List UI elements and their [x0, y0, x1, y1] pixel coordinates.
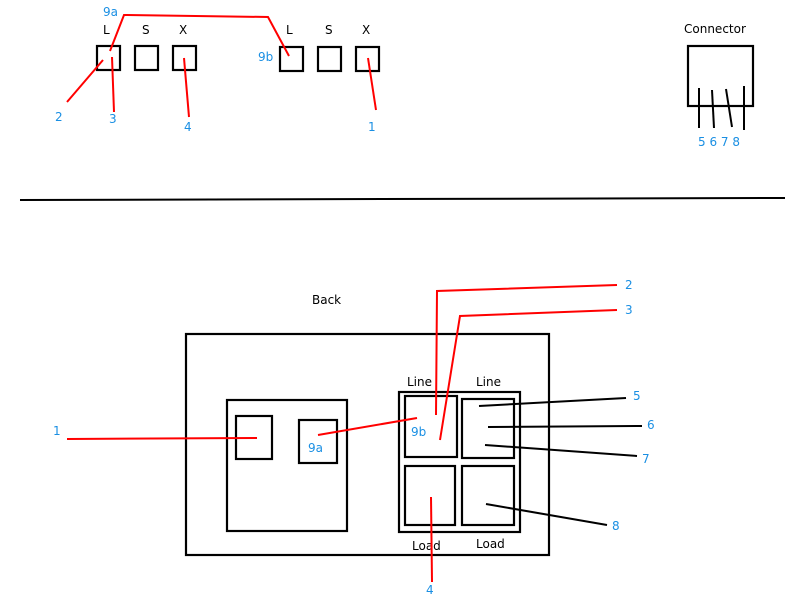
connector-pin-6	[711, 89, 715, 129]
label-line-2: Line	[476, 375, 501, 389]
terminal-line-right	[460, 397, 516, 460]
callout-2-bottom: 2	[625, 278, 633, 292]
label-9a-bottom: 9a	[308, 441, 323, 455]
callout-6-bottom: 6	[647, 418, 655, 432]
callout-9b-top: 9b	[258, 50, 273, 64]
header-X-right: X	[362, 23, 370, 37]
callout-1-bottom: 1	[53, 424, 61, 438]
terminal-S-left	[133, 44, 160, 72]
terminal-line-left	[403, 394, 459, 459]
callout-4-top: 4	[184, 120, 192, 134]
wire-3-top	[111, 56, 115, 113]
connector-pin-labels: 5 6 7 8	[698, 135, 740, 149]
wire-3-bottom	[439, 309, 618, 441]
back-plate	[184, 332, 551, 557]
wire-4-top	[183, 57, 190, 118]
callout-2-top: 2	[55, 110, 63, 124]
wire-1-bottom	[66, 437, 258, 440]
wire-2-bottom	[435, 284, 618, 416]
label-line-1: Line	[407, 375, 432, 389]
wire-9a-9b-bottom	[317, 417, 418, 436]
header-L-left: L	[103, 23, 110, 37]
wire-8-bottom	[485, 503, 608, 526]
terminal-X-right	[354, 45, 381, 73]
wire-7-bottom	[484, 444, 638, 457]
section-divider	[19, 197, 786, 201]
label-load-2: Load	[476, 537, 505, 551]
label-9b-bottom: 9b	[411, 425, 426, 439]
connector-pin-7	[725, 88, 733, 128]
terminal-L-left	[95, 44, 122, 72]
wire-9a-9b-jumper	[109, 13, 290, 57]
left-module-terminal-9a	[297, 418, 339, 465]
right-module	[397, 390, 522, 534]
wire-1-top	[367, 57, 377, 111]
label-load-1: Load	[412, 539, 441, 553]
connector-body	[686, 44, 755, 108]
header-X-left: X	[179, 23, 187, 37]
header-S-right: S	[325, 23, 333, 37]
connector-title: Connector	[684, 22, 746, 36]
header-L-right: L	[286, 23, 293, 37]
wire-4-bottom	[430, 496, 433, 583]
back-title: Back	[312, 293, 341, 307]
terminal-load-right	[460, 464, 516, 527]
callout-3-bottom: 3	[625, 303, 633, 317]
callout-1-top: 1	[368, 120, 376, 134]
header-S-left: S	[142, 23, 150, 37]
callout-4-bottom: 4	[426, 583, 434, 597]
callout-7-bottom: 7	[642, 452, 650, 466]
callout-5-bottom: 5	[633, 389, 641, 403]
wire-2-top	[66, 59, 104, 103]
left-module	[225, 398, 349, 533]
terminal-load-left	[403, 464, 457, 527]
terminal-L-right	[278, 45, 305, 73]
terminal-S-right	[316, 45, 343, 73]
callout-8-bottom: 8	[612, 519, 620, 533]
callout-3-top: 3	[109, 112, 117, 126]
callout-9a-top: 9a	[103, 5, 118, 19]
wire-5-bottom	[478, 397, 627, 407]
wire-6-bottom	[487, 425, 643, 428]
